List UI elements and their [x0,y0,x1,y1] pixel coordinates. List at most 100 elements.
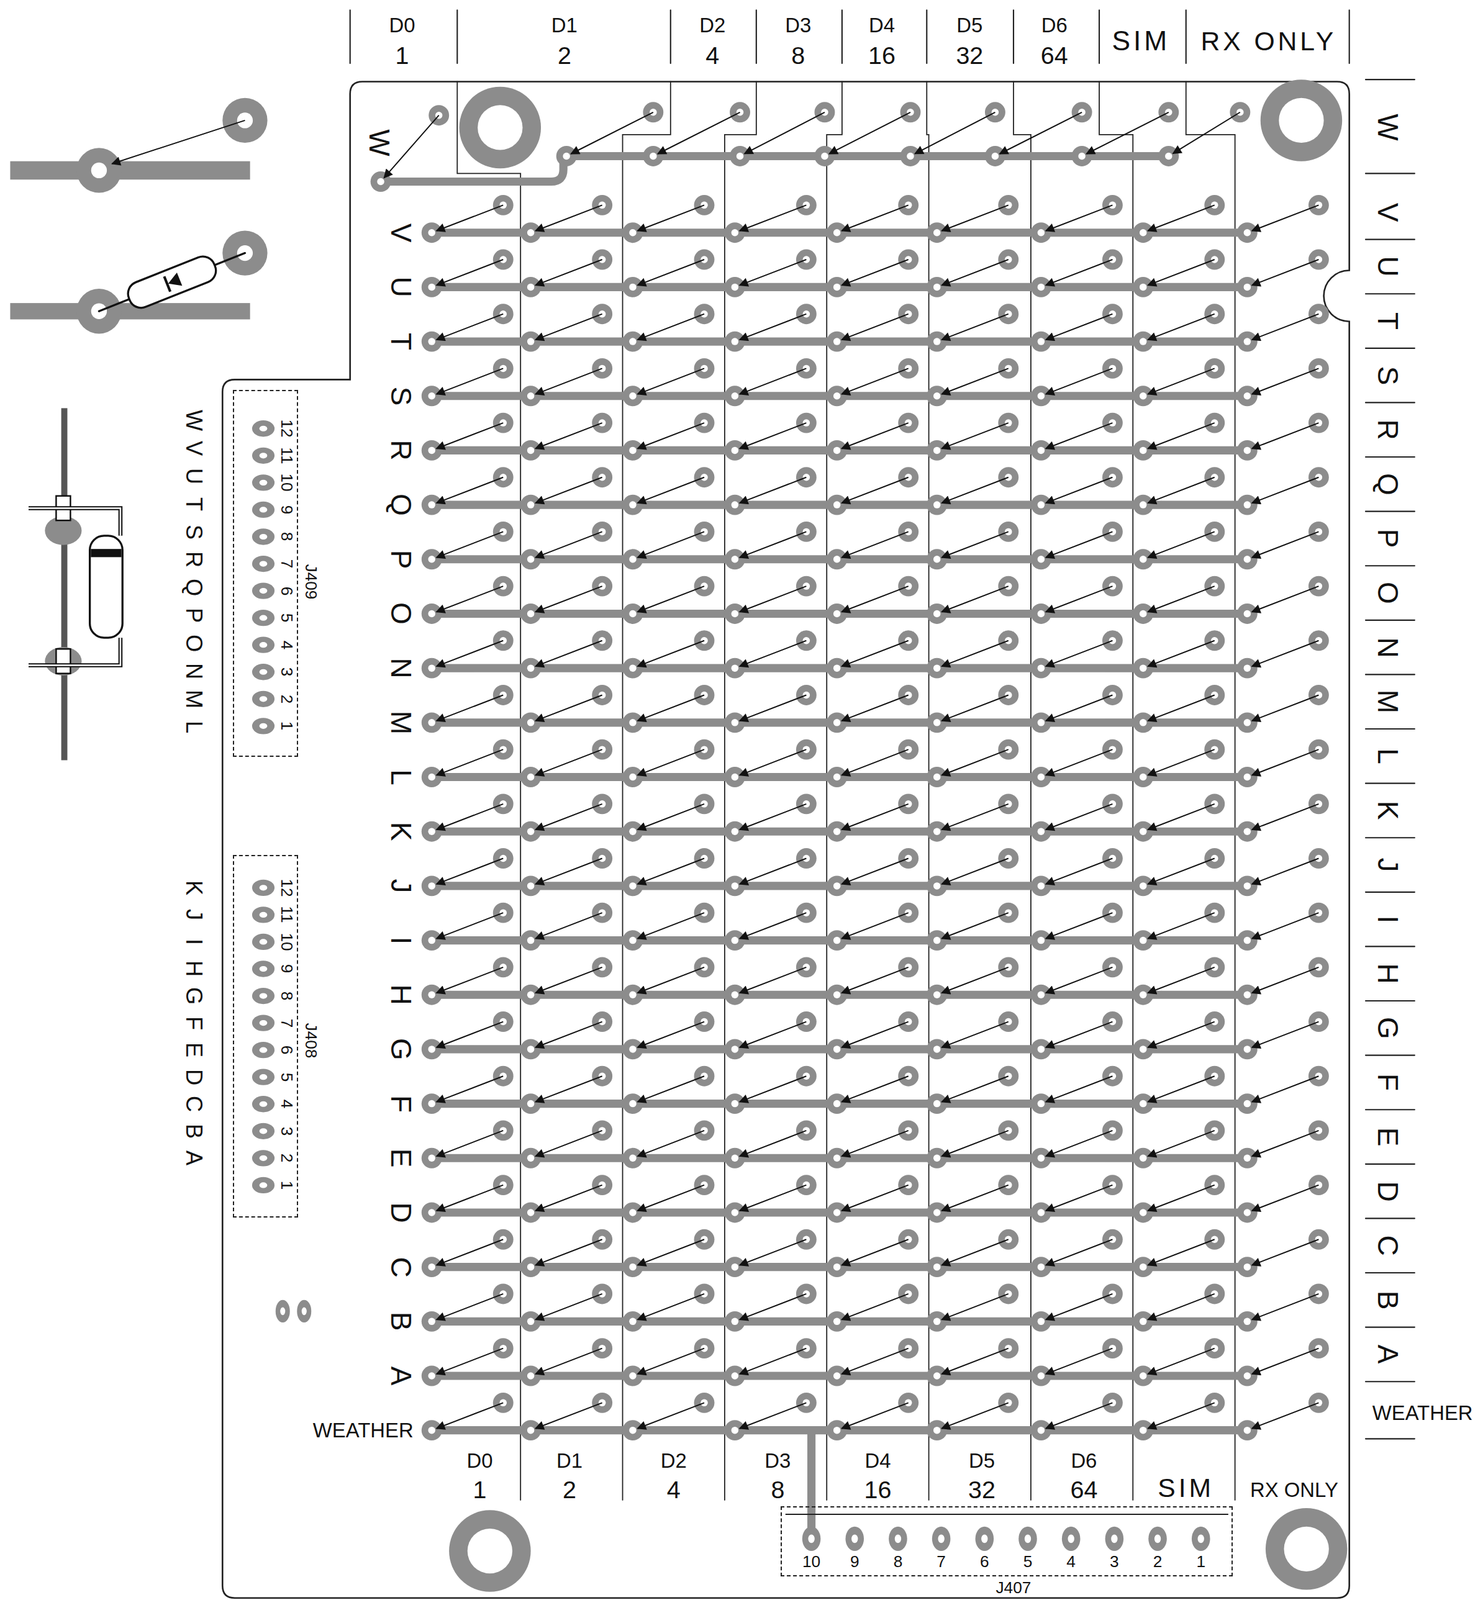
pad-hole [904,419,913,427]
pad-hole [933,1372,941,1380]
pad [1102,739,1123,761]
diode-bar [163,276,171,292]
row-letter: WEATHER [312,1420,414,1442]
pad [421,1256,443,1278]
pad-hole [1210,855,1219,863]
pin-number: 3 [278,1126,295,1136]
diode-lead [570,112,653,155]
connector-pin-hole [259,1074,268,1080]
pad-hole [904,855,913,863]
diode-lead [1147,1185,1215,1211]
diode-lead [1147,531,1215,558]
diode-lead [1251,749,1319,776]
pad-hole [629,501,637,509]
diode-lead [1251,1294,1319,1320]
pin-number: 7 [278,1018,295,1028]
pad-hole [1210,419,1219,427]
pad [724,658,746,679]
pad [493,358,514,379]
diode-lead [436,1076,504,1102]
pad-hole [527,337,535,346]
pad [421,603,443,625]
pad-hole [731,283,740,292]
connector-pin [252,474,275,491]
diode-lead [1251,1348,1319,1375]
pad [1132,276,1154,298]
pad [591,848,613,869]
diode-lead [841,1294,908,1320]
board-outline [222,81,1349,1598]
pin-signal-letter: O [182,634,205,653]
pad-hole [991,152,1000,161]
pad-hole [1243,555,1252,564]
diode-lead [941,1076,1008,1102]
diode-lead [535,694,602,721]
pad [1030,1311,1052,1333]
pad-hole [933,773,941,782]
diode-lead [436,1185,504,1211]
diode-lead [1147,477,1215,504]
pad-hole [1243,447,1252,455]
pad-hole [1139,392,1148,400]
pad [926,440,948,461]
row-letter: O [1373,581,1403,605]
pin-signal-letter: R [182,551,205,568]
diode-lead [436,314,504,340]
pad-hole [1109,365,1117,373]
connector-pin [252,582,275,599]
pad-hole [1243,1155,1252,1163]
pad [926,984,948,1006]
pad [826,930,848,951]
pad [520,1038,541,1060]
pad-hole [527,719,535,727]
diode-lead [1251,858,1319,885]
pad [826,712,848,733]
pad-hole [427,555,436,564]
diode-lead [657,112,740,155]
pad [1237,712,1258,733]
pad [1237,984,1258,1006]
label-tick [1365,1163,1415,1166]
pad-hole [1315,1290,1323,1298]
column-header: D3 [784,15,812,37]
pad-hole [1139,501,1148,509]
column-header: D6 [1070,1451,1097,1472]
diode-lead [739,1022,807,1048]
pad-hole [1139,1318,1148,1326]
diode-lead [637,1022,705,1048]
diode-lead [1147,1294,1215,1320]
pad-hole [629,1318,637,1326]
header-separator [1348,9,1351,63]
pad [926,1256,948,1278]
diode-lead [1147,1348,1215,1375]
pad-hole [1243,882,1252,890]
pad-hole [833,1427,841,1435]
pad [1237,603,1258,625]
trace-sample [9,161,250,181]
pad [1237,1420,1258,1441]
pad [421,1366,443,1387]
pad [1237,1038,1258,1060]
row-letter: D [1373,1181,1403,1202]
pad-hole [1004,963,1013,972]
connector-pin-hole [259,506,268,513]
pad [926,385,948,407]
pad-hole [1037,555,1046,564]
pad [1030,658,1052,679]
pin-signal-letter: N [182,663,205,680]
pad-hole [1139,1209,1148,1217]
pad-hole [700,855,708,863]
pad-hole [933,337,941,346]
row-letter: N [386,658,416,679]
pad-hole [1139,447,1148,455]
connector-pin [252,1150,275,1167]
diode-lead [1173,112,1241,154]
pad [1132,1093,1154,1115]
pad-hole [1139,773,1148,782]
column-header: D5 [968,1451,995,1472]
diode-lead [941,259,1008,286]
pad [724,1366,746,1387]
pad-hole [1004,1181,1013,1190]
diode-lead [739,1130,807,1157]
connector-pin [252,1069,275,1086]
